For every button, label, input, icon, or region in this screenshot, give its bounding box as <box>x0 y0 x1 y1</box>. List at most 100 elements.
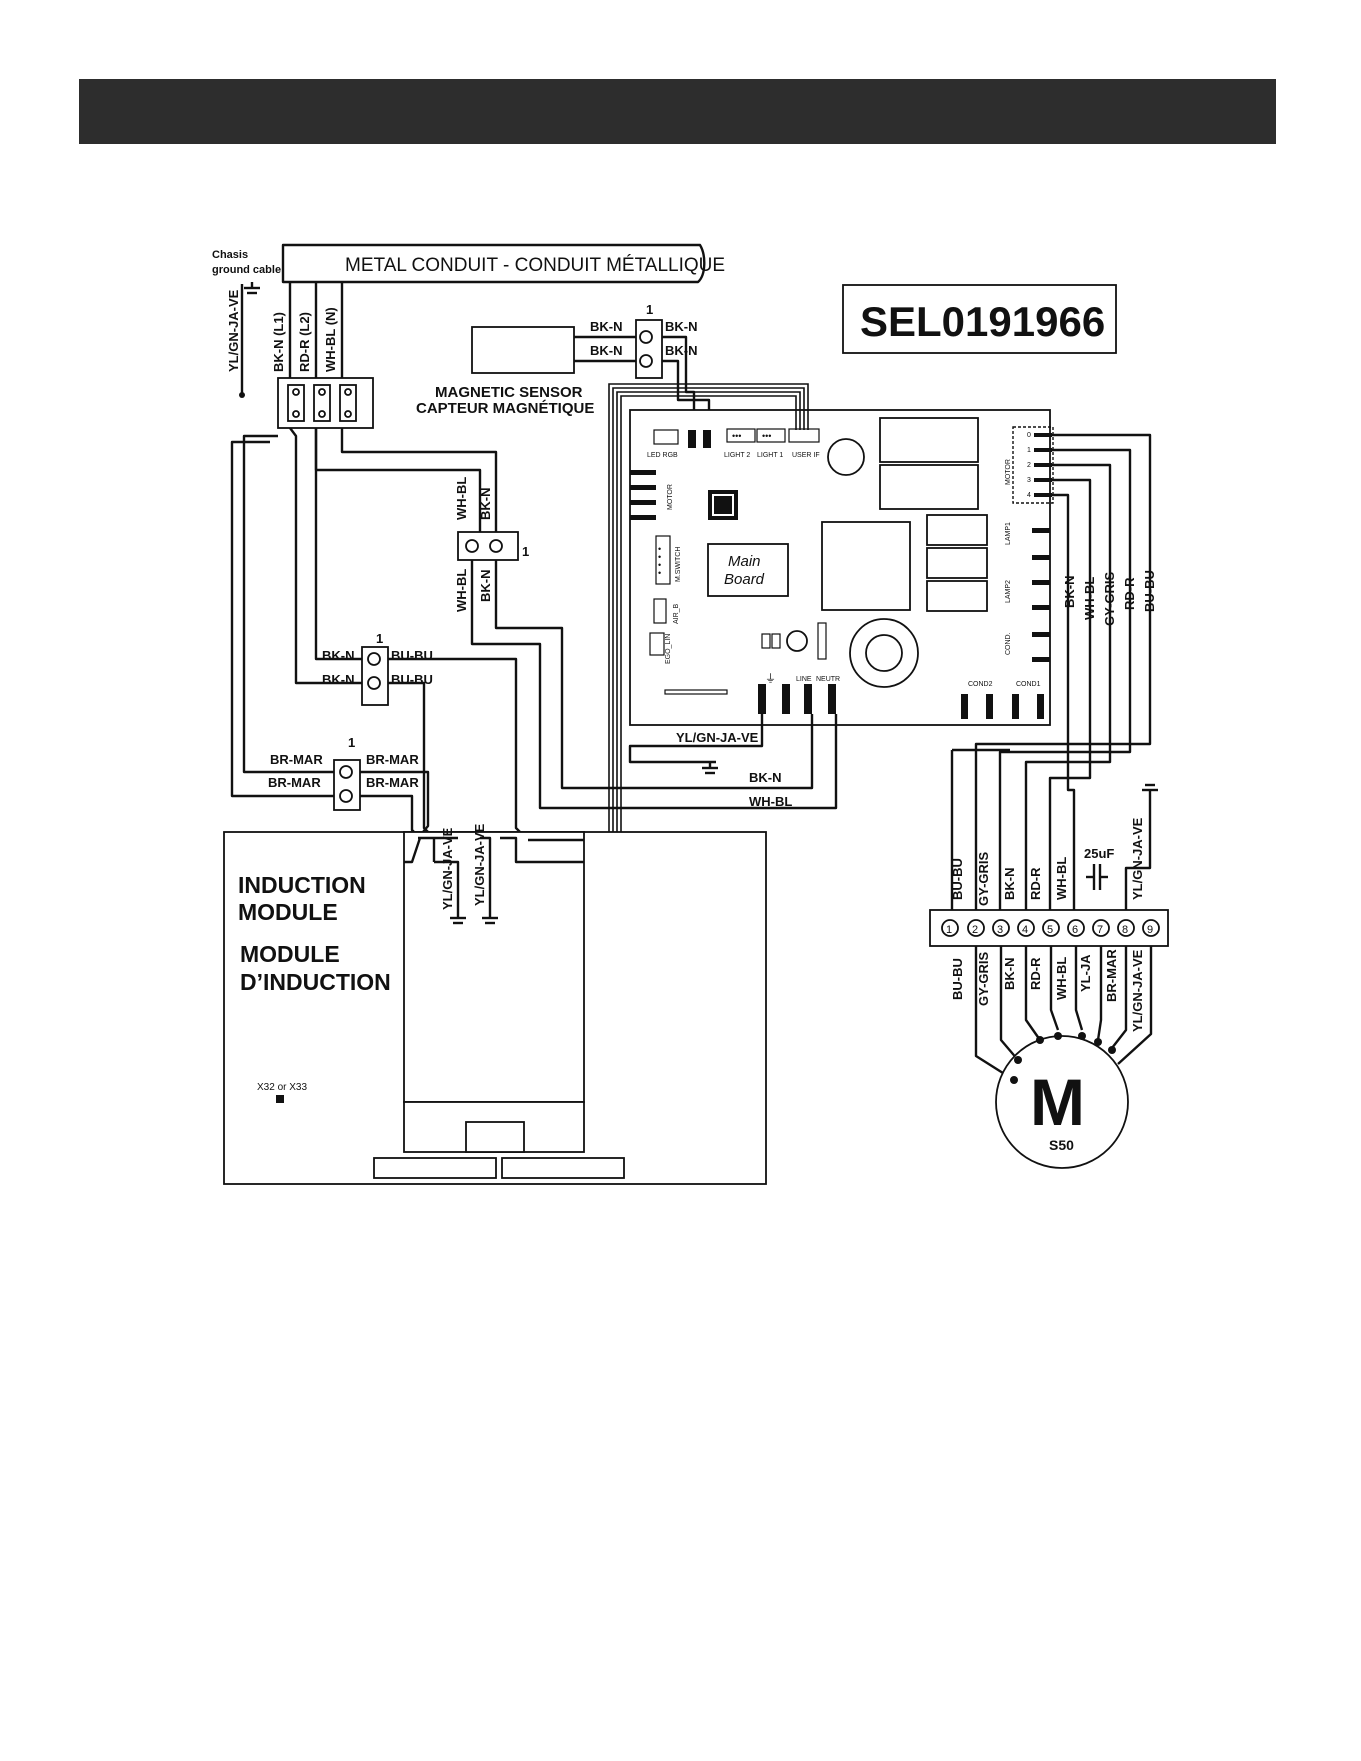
label-lamp1: LAMP1 <box>1005 522 1012 545</box>
terminal-top-labels: BU-BU GY-GRIS BK-N RD-R WH-BL YL/GN-JA-V… <box>950 817 1145 906</box>
cbu-right-1: BU-BU <box>391 648 433 663</box>
label-neutr: NEUTR <box>816 676 840 683</box>
chassis-label-2: ground cable <box>212 264 281 276</box>
tb-wire-1: BU-BU <box>950 958 965 1000</box>
terminal-block <box>277 377 374 429</box>
terminal-6: 6 <box>1072 924 1078 936</box>
header-bar <box>79 79 1276 144</box>
induction-label-1: INDUCTION <box>238 872 366 898</box>
terminal-5: 5 <box>1047 924 1053 936</box>
connector-br: BR-MAR BR-MAR 1 BR-MAR BR-MAR <box>230 434 430 839</box>
model-label: SEL0191966 <box>842 284 1117 354</box>
induction-label-4: D’INDUCTION <box>240 969 391 995</box>
chassis-label-1: Chasis <box>212 249 248 261</box>
motor-pin-3: 3 <box>1027 477 1031 484</box>
cbu-right-2: BU-BU <box>391 672 433 687</box>
motor-pin-1: 1 <box>1027 447 1031 454</box>
terminal-9: 9 <box>1147 924 1153 936</box>
motor-model: S50 <box>1049 1137 1074 1153</box>
chassis-ground-wire-label: YL/GN-JA-VE <box>226 289 241 372</box>
svg-text:•: • <box>658 544 661 554</box>
sensor-pin-label: 1 <box>646 302 653 317</box>
sensor-wire-3: BK-N <box>665 319 698 334</box>
tt-wire-2: GY-GRIS <box>976 851 991 906</box>
terminal-2: 2 <box>972 924 978 936</box>
label-cond2: COND2 <box>968 681 993 688</box>
terminal-bottom-labels: BU-BU GY-GRIS BK-N RD-R WH-BL YL-JA BR-M… <box>950 949 1145 1032</box>
mh-wire-3: GY-GRIS <box>1102 571 1117 626</box>
ct-wire-bot-2: BK-N <box>478 570 493 603</box>
model-number: SEL0191966 <box>860 298 1105 345</box>
mh-wire-2: WH-BL <box>1082 577 1097 620</box>
cbu-left-2: BK-N <box>322 672 355 687</box>
label-cond: COND. <box>1005 632 1012 655</box>
tb-wire-2: GY-GRIS <box>976 951 991 1006</box>
main-board-title-1: Main <box>728 553 761 570</box>
terminal-3: 3 <box>997 924 1003 936</box>
tt-wire-3: BK-N <box>1002 868 1017 901</box>
label-led-rgb: LED RGB <box>647 452 678 459</box>
tb-wire-4: RD-R <box>1028 957 1043 990</box>
svg-text:•: • <box>658 552 661 562</box>
label-light1: LIGHT 1 <box>757 452 783 459</box>
label-line: LINE <box>796 676 812 683</box>
supply-wire-n: WH-BL (N) <box>323 307 338 372</box>
label-light2: LIGHT 2 <box>724 452 750 459</box>
main-board: LED RGB ••• ••• LIGHT 2 LIGHT 1 USER IF … <box>629 409 1054 726</box>
label-ego-lin: EGO_LIN <box>665 634 672 664</box>
svg-text:•••: ••• <box>732 431 741 441</box>
cbr-pin: 1 <box>348 735 355 750</box>
sensor-wire-4: BK-N <box>665 343 698 358</box>
mh-wire-1: BK-N <box>1062 576 1077 609</box>
cbr-right-2: BR-MAR <box>366 775 419 790</box>
motor-pin-labels: 0 1 2 3 4 <box>1027 432 1031 499</box>
tb-wire-7: BR-MAR <box>1104 949 1119 1002</box>
terminal-8: 8 <box>1122 924 1128 936</box>
board-ground-symbol: ⏚ <box>765 672 776 685</box>
tt-wire-6: YL/GN-JA-VE <box>1130 817 1145 900</box>
magnetic-sensor: MAGNETIC SENSOR CAPTEUR MAGNÉTIQUE BK-N … <box>416 302 711 430</box>
tb-wire-6: YL-JA <box>1078 954 1093 992</box>
tt-wire-5: WH-BL <box>1054 857 1069 900</box>
terminal-4: 4 <box>1022 924 1028 936</box>
label-m-switch: M.SWITCH <box>675 547 682 582</box>
supply-wires: BK-N (L1) RD-R (L2) WH-BL (N) <box>271 282 344 378</box>
metal-conduit: METAL CONDUIT - CONDUIT MÉTALLIQUE <box>281 243 725 284</box>
ct-pin: 1 <box>522 544 529 559</box>
tb-wire-8: YL/GN-JA-VE <box>1130 949 1145 1032</box>
magnetic-sensor-label-1: MAGNETIC SENSOR <box>435 384 583 401</box>
capacitor-label: 25uF <box>1084 846 1114 861</box>
terminal-7: 7 <box>1097 924 1103 936</box>
label-lamp2: LAMP2 <box>1005 580 1012 603</box>
motor-terminal-strip: 1 2 3 4 5 6 7 8 9 <box>929 909 1169 947</box>
supply-wire-l1: BK-N (L1) <box>271 312 286 372</box>
cbr-left-1: BR-MAR <box>270 752 323 767</box>
mh-wire-5: BU-BU <box>1142 570 1157 612</box>
motor-pin-2: 2 <box>1027 462 1031 469</box>
cbr-right-1: BR-MAR <box>366 752 419 767</box>
cbu-pin: 1 <box>376 631 383 646</box>
ct-wire-bot-1: WH-BL <box>454 569 469 612</box>
tt-wire-4: RD-R <box>1028 867 1043 900</box>
induction-label-3: MODULE <box>240 941 340 967</box>
mh-wire-4: RD-R <box>1122 577 1137 610</box>
board-ground-label: YL/GN-JA-VE <box>676 730 759 745</box>
ct-wire-top-1: WH-BL <box>454 477 469 520</box>
tb-wire-5: WH-BL <box>1054 957 1069 1000</box>
terminal-numbers: 1 2 3 4 5 6 7 8 9 <box>941 919 1160 937</box>
motor-harness: BK-N WH-BL GY-GRIS RD-R BU-BU 25uF <box>950 433 1158 910</box>
label-motor-right: MOTOR <box>1005 459 1012 485</box>
board-line-label: BK-N <box>749 770 782 785</box>
im-ground-1: YL/GN-JA-VE <box>440 827 455 910</box>
cbu-left-1: BK-N <box>322 648 355 663</box>
main-board-title-2: Board <box>724 571 765 588</box>
induction-label-2: MODULE <box>238 899 338 925</box>
connector-top: WH-BL BK-N 1 WH-BL BK-N <box>314 428 838 810</box>
conduit-label: METAL CONDUIT - CONDUIT MÉTALLIQUE <box>345 255 725 276</box>
sensor-wire-2: BK-N <box>590 343 623 358</box>
im-ground-2: YL/GN-JA-VE <box>472 823 487 906</box>
induction-module: INDUCTION MODULE MODULE D’INDUCTION X32 … <box>223 823 767 1185</box>
motor-pin-0: 0 <box>1027 432 1031 439</box>
chassis-ground: Chasis ground cable YL/GN-JA-VE <box>212 249 281 398</box>
